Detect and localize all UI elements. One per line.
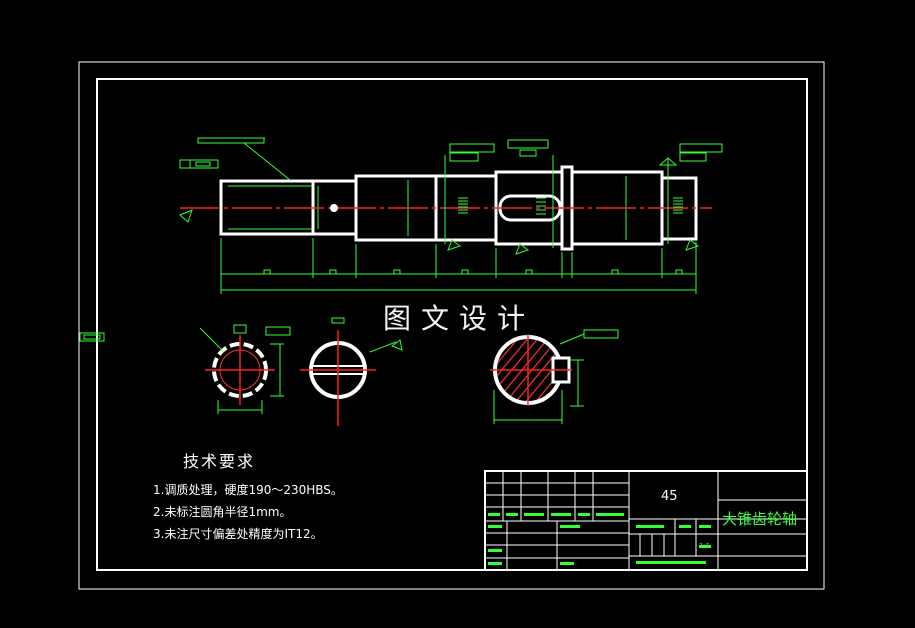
inner-frame [96,78,808,571]
center-marker [330,204,338,212]
tooth-marks [458,197,683,215]
dimension-lines [220,238,697,294]
technical-note-2: 2.未标注圆角半径1mm。 [153,505,292,519]
left-margin-marker [79,332,105,342]
tolerance-frames [179,137,723,255]
title-block-material: 45 [661,489,678,504]
title-block [484,470,808,571]
technical-note-1: 1.调质处理，硬度190～230HBS。 [153,483,343,497]
title-block-labels [488,513,711,565]
watermark-text: 图文设计 [383,302,536,335]
title-block-part-name: 大锥齿轮轴 [722,510,798,528]
outer-frame [78,61,825,590]
technical-note-3: 3.未注尺寸偏差处精度为IT12。 [153,527,323,541]
spline-section [199,324,291,414]
keyed-section [300,317,403,426]
title-block-scale: 1:1 [699,542,711,550]
hatched-section [490,329,619,424]
technical-requirements-title: 技术要求 [183,452,256,471]
